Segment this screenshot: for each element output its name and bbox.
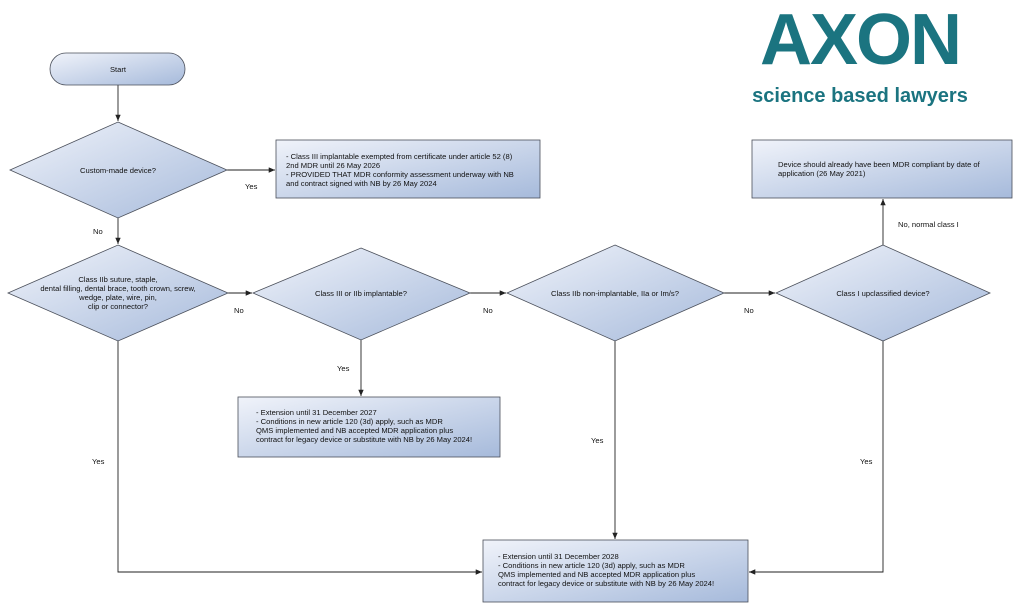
decision-label: dental filling, dental brace, tooth crow…: [40, 284, 195, 293]
connectors: [115, 85, 886, 575]
decision-custom-made: Custom-made device?: [9, 121, 228, 219]
edge-label-class-iii-yes: Yes: [337, 364, 350, 373]
decision-label: Class I upclassified device?: [836, 289, 929, 298]
decision-class-iii-implantable: Class III or IIb implantable?: [251, 247, 472, 341]
extension-2028-outcome-box: - Extension until 31 December 2028 - Con…: [482, 539, 749, 603]
box-line: - Extension until 31 December 2028: [498, 552, 619, 561]
box-line: - Extension until 31 December 2027: [256, 408, 377, 417]
decision-class-iib-suture: Class IIb suture, staple, dental filling…: [6, 244, 230, 342]
box-line: QMS implemented and NB accepted MDR appl…: [498, 570, 695, 579]
decision-class-i-upclassified: Class I upclassified device?: [775, 244, 991, 342]
start-node: Start: [49, 52, 186, 86]
edge-label-iib-non-yes: Yes: [591, 436, 604, 445]
decision-label: Custom-made device?: [80, 166, 156, 175]
logo-tagline: science based lawyers: [752, 85, 968, 107]
decision-label: Class IIb suture, staple,: [78, 275, 157, 284]
edge-label-class-i-yes: Yes: [860, 457, 873, 466]
edge-label-custom-yes: Yes: [245, 182, 258, 191]
edge-label-iib-non-no: No: [744, 306, 754, 315]
box-line: - Conditions in new article 120 (3d) app…: [256, 417, 443, 426]
box-line: - Conditions in new article 120 (3d) app…: [498, 561, 685, 570]
edge-label-suture-yes: Yes: [92, 457, 105, 466]
edge-label-custom-no: No: [93, 227, 103, 236]
decision-label: Class III or IIb implantable?: [315, 289, 407, 298]
start-label: Start: [110, 65, 127, 74]
edge-label-suture-no: No: [234, 306, 244, 315]
box-line: 2nd MDR until 26 May 2026: [286, 161, 380, 170]
class-i-outcome-box: Device should already have been MDR comp…: [751, 139, 1013, 199]
box-line: - Class III implantable exempted from ce…: [286, 152, 513, 161]
box-line: and contract signed with NB by 26 May 20…: [286, 179, 437, 188]
axon-logo: AXON science based lawyers: [752, 0, 968, 107]
logo-name: AXON: [760, 0, 960, 80]
decision-class-iib-non-implantable: Class IIb non-implantable, IIa or Im/s?: [506, 244, 725, 342]
box-line: application (26 May 2021): [778, 169, 866, 178]
box-line: Device should already have been MDR comp…: [778, 160, 981, 169]
decision-label: Class IIb non-implantable, IIa or Im/s?: [551, 289, 679, 298]
decision-label: wedge, plate, wire, pin,: [78, 293, 157, 302]
edge-label-class-i-no: No, normal class I: [898, 220, 959, 229]
custom-made-outcome-box: - Class III implantable exempted from ce…: [275, 139, 541, 199]
class-iii-outcome-box: - Extension until 31 December 2027 - Con…: [237, 396, 501, 458]
edge-label-class-iii-no: No: [483, 306, 493, 315]
box-line: - PROVIDED THAT MDR conformity assessmen…: [286, 170, 514, 179]
box-line: QMS implemented and NB accepted MDR appl…: [256, 426, 453, 435]
decision-label: clip or connector?: [88, 302, 148, 311]
box-line: contract for legacy device or substitute…: [256, 435, 472, 444]
box-line: contract for legacy device or substitute…: [498, 579, 714, 588]
